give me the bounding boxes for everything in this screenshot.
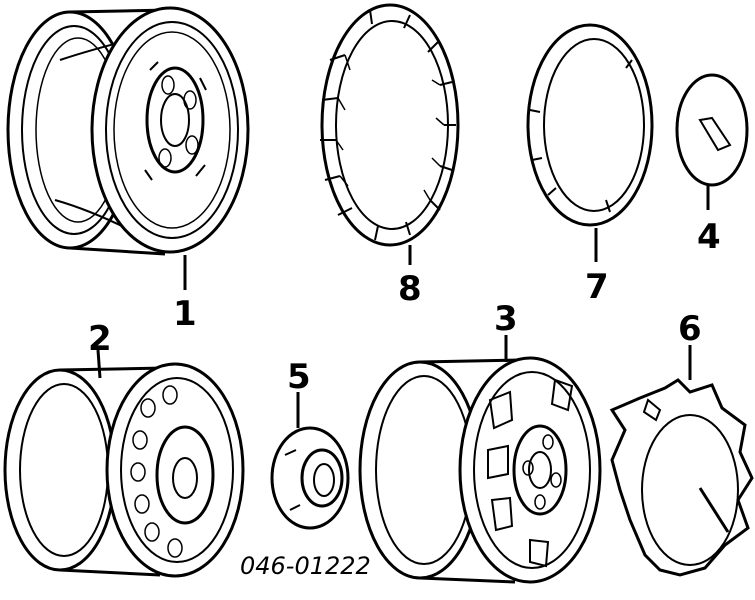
callout-6: 6 xyxy=(678,309,702,349)
part-5-hub-cap xyxy=(270,392,350,530)
callout-8: 8 xyxy=(398,269,422,309)
callout-3: 3 xyxy=(494,299,518,339)
part-1-steel-wheel xyxy=(6,6,250,290)
part-4-center-cap xyxy=(675,73,749,210)
callout-2: 2 xyxy=(88,319,112,359)
part-2-wheel xyxy=(3,349,245,578)
part-7-trim-ring xyxy=(526,23,654,262)
callout-1: 1 xyxy=(173,294,197,334)
part-code: 046-01222 xyxy=(240,552,371,580)
callout-7: 7 xyxy=(585,267,609,307)
callout-5: 5 xyxy=(287,357,311,397)
part-8-trim-ring xyxy=(320,3,460,265)
part-6-center-cap xyxy=(609,345,754,577)
part-3-alloy-wheel xyxy=(358,335,602,584)
callout-4: 4 xyxy=(697,217,721,257)
